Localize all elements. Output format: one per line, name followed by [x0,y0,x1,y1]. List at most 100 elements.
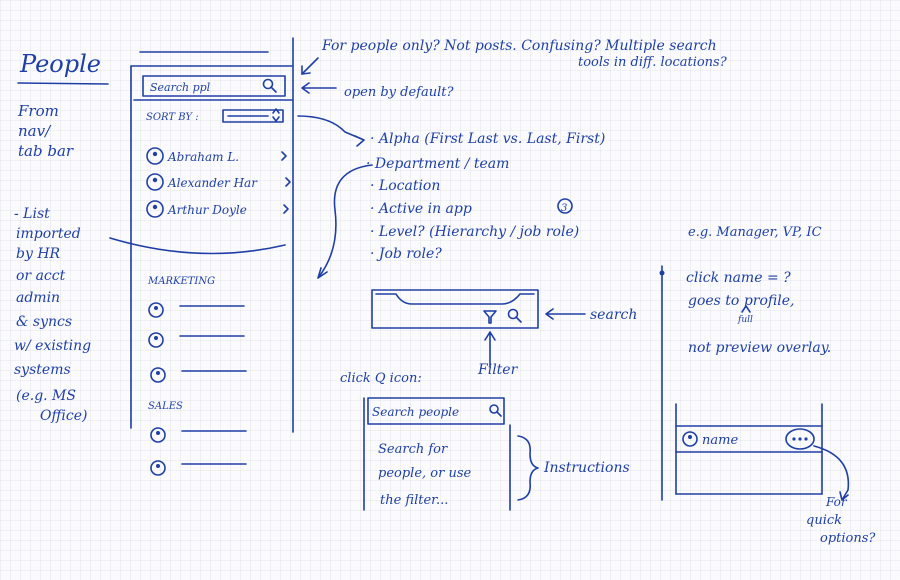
filter-arrow [484,331,496,367]
instructions-label: Instructions [543,460,630,476]
list-item[interactable] [150,460,247,476]
list-item[interactable]: name [682,428,815,450]
top-note-line1: For people only? Not posts. Confusing? M… [321,38,717,54]
sort-option: · Job role? [370,246,442,262]
sort-options-list: · Alpha (First Last vs. Last, First) · D… [366,131,605,262]
open-default-note: open by default? [344,85,454,100]
active-badge-circle [557,198,573,214]
import-note-line: admin [16,290,60,306]
avatar-head [154,306,158,310]
click-name-note: goes to profile, [688,293,794,309]
list-item[interactable]: Alexander Har [146,173,291,191]
origin-note-line: tab bar [18,142,74,160]
avatar [146,200,164,218]
search-bar-frame [371,289,539,329]
quick-options-note: quick [806,513,842,528]
name-row-wireframe: name [675,403,823,495]
search-people-box[interactable] [367,397,505,425]
section-header-sales: SALES [148,401,183,412]
click-icon-note: click Q icon: [340,371,422,386]
origin-note-line: From [17,102,59,120]
quick-options-arrow [813,445,850,501]
quick-options-note: For [825,495,848,509]
sort-dropdown[interactable] [222,109,284,123]
avatar-head [152,177,158,183]
instructions-line: Search for [378,442,448,457]
search-bar-sketch [371,289,539,329]
origin-note: From nav/ tab bar [17,102,74,160]
import-note-line: by HR [16,246,61,262]
top-note-arrowhead [301,65,311,75]
sort-option: · Department / team [366,156,509,172]
search-bar-notch [375,293,535,305]
person-name: name [702,433,738,448]
quick-options-note: options? [820,531,876,546]
sort-label: SORT BY : [146,112,199,123]
level-examples-note: e.g. Manager, VP, IC [688,225,822,240]
section-header-marketing: MARKETING [147,276,215,287]
avatar [148,302,164,318]
search-people-placeholder: Search people [372,405,459,419]
avatar [150,367,166,383]
instructions-text: Search for people, or use the filter... [378,442,471,508]
instructions-brace [517,435,539,501]
avatar [682,431,698,447]
sort-option: · Level? (Hierarchy / job role) [370,224,579,240]
click-name-note: not preview overlay. [688,340,831,356]
divider-dot [659,270,665,276]
chevron-right-icon [281,151,287,161]
list-item[interactable]: Arthur Doyle [146,200,289,218]
avatar-head [156,431,160,435]
list-item[interactable] [148,332,245,348]
list-item[interactable] [148,302,245,318]
phone-wireframe: Search ppl SORT BY : Abraham L. Alexande… [130,37,294,476]
title-underline [17,82,109,85]
filter-label: Filter [477,362,519,378]
search-icon[interactable] [507,308,522,323]
instructions-line: the filter... [380,493,448,508]
more-options-icon[interactable] [785,428,815,450]
chevron-right-icon [283,204,289,214]
search-box[interactable] [142,75,286,97]
page-title: People [19,50,101,78]
avatar-head [154,336,158,340]
top-note-arrow [301,57,319,75]
list-item[interactable] [150,367,247,383]
import-note-line: & syncs [16,314,72,330]
click-name-note: click name = ? [686,270,791,286]
origin-note-line: nav/ [18,122,52,140]
search-icon[interactable] [262,78,277,93]
import-note-line: systems [14,362,71,378]
person-name: Alexander Har [167,176,258,190]
avatar-head [152,204,158,210]
caret-mark [741,305,751,313]
active-badge-number: 3 [561,203,567,214]
search-arrow [545,308,586,320]
sort-options-arrow [297,115,365,147]
open-default-arrow [301,82,337,94]
list-item[interactable]: Abraham L. [146,147,287,165]
import-note-line: Office) [40,408,87,424]
click-name-note-insert: full [737,315,753,325]
avatar [146,147,164,165]
department-arrow [317,164,373,279]
avatar [146,173,164,191]
chevron-right-icon [285,177,291,187]
list-item[interactable] [150,427,247,443]
import-note-line: or acct [16,268,66,284]
search-icon[interactable] [489,404,502,417]
avatar [150,427,166,443]
import-note-line: (e.g. MS [16,388,76,404]
filter-icon[interactable] [483,310,497,324]
import-note-line: - List [14,206,50,222]
search-placeholder: Search ppl [150,81,211,94]
sort-option: · Alpha (First Last vs. Last, First) [370,131,605,147]
avatar-head [152,151,158,157]
chevron-down-icon [272,108,280,122]
avatar-head [156,371,160,375]
sort-option: · Active in app [370,201,472,217]
avatar [148,332,164,348]
person-name: Abraham L. [167,150,239,164]
import-note-line: imported [16,226,81,242]
